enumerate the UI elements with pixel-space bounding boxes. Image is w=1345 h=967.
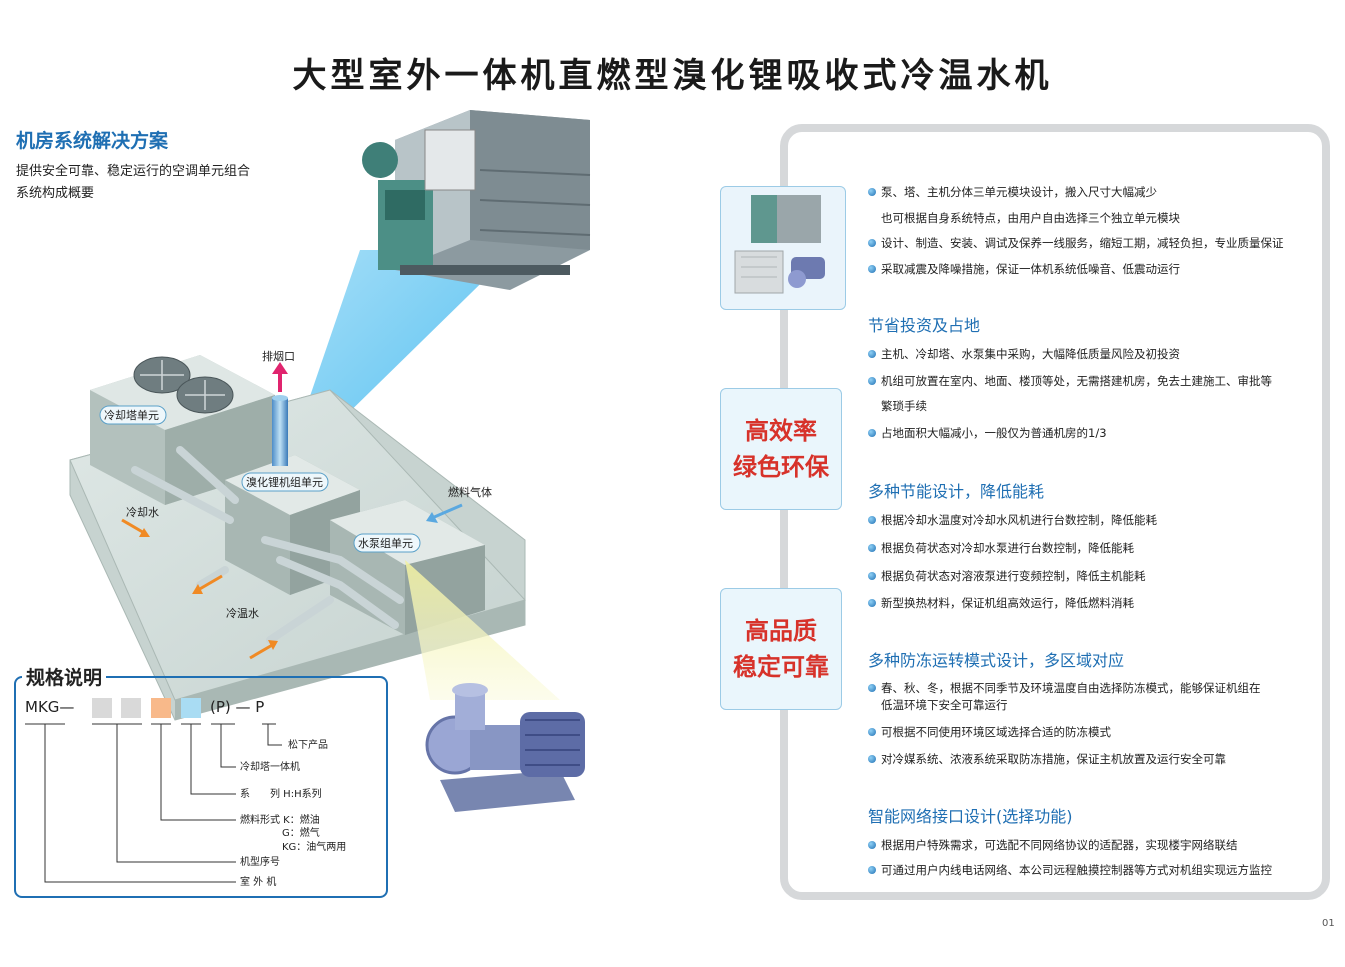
section-heading-network: 智能网络接口设计(选择功能) xyxy=(868,807,1073,826)
bullet-item: 对冷媒系统、浓液系统采取防冻措施，保证主机放置及运行安全可靠 xyxy=(868,751,1226,767)
bullet-icon xyxy=(868,544,876,552)
spec-box-orange xyxy=(151,698,171,718)
bullet-icon xyxy=(868,377,876,385)
bullet-item: 根据冷却水温度对冷却水风机进行台数控制，降低能耗 xyxy=(868,512,1157,528)
spec-item: 松下产品 xyxy=(288,738,328,751)
spec-diagram: MKG— (P) — P 松下产品 冷却塔一体机 系 列 H:H系列 燃料形式 … xyxy=(25,698,346,888)
label-chilled-water: 冷温水 xyxy=(226,607,259,620)
spec-box-blue xyxy=(181,698,201,718)
flow-arrows xyxy=(121,362,463,660)
section-subtitle: 提供安全可靠、稳定运行的空调单元组合 xyxy=(16,164,251,179)
bullet-item: 占地面积大幅减小，一般仅为普通机房的1/3 xyxy=(868,425,1107,441)
chimney xyxy=(272,398,288,466)
bullet-item: 采取减震及降噪措施，保证一体机系统低噪音、低震动运行 xyxy=(868,261,1180,277)
bullet-item: 泵、塔、主机分体三单元模块设计，搬入尺寸大幅减少 xyxy=(868,184,1157,200)
bullet-item: 可根据不同使用环境区域选择合适的防冻模式 xyxy=(868,724,1111,740)
bullet-item: 机组可放置在室内、地面、楼顶等处，无需搭建机房，免去土建施工、审批等 xyxy=(868,373,1272,389)
bullet-item: 根据负荷状态对冷却水泵进行台数控制，降低能耗 xyxy=(868,540,1134,556)
bullet-item: 可通过用户内线电话网络、本公司远程触摸控制器等方式对机组实现远方监控 xyxy=(868,862,1272,878)
badge-quality: 高品质 稳定可靠 xyxy=(720,588,842,710)
bullet-icon xyxy=(868,841,876,849)
bullet-icon xyxy=(868,516,876,524)
pipes xyxy=(131,446,404,644)
badge-line: 绿色环保 xyxy=(733,453,829,481)
spec-item: 机型序号 xyxy=(240,855,280,868)
pump-image xyxy=(425,683,585,812)
bullet-icon xyxy=(868,599,876,607)
bullet-icon xyxy=(868,684,876,692)
label-cooling-water: 冷却水 xyxy=(126,506,159,519)
spec-item: 室 外 机 xyxy=(240,875,276,888)
bullet-icon xyxy=(868,728,876,736)
section-heading: 机房系统解决方案 xyxy=(16,130,169,152)
label-fuel-gas: 燃料气体 xyxy=(448,485,492,499)
fuel-arrow xyxy=(431,503,463,520)
section-heading-savings: 节省投资及占地 xyxy=(868,316,981,335)
badge-line: 高效率 xyxy=(745,417,817,445)
bullet-icon xyxy=(868,265,876,273)
system-diagram: 排烟口 冷却塔单元 溴化锂机组单元 燃料气体 冷却水 水泵组单元 冷温水 xyxy=(69,110,591,812)
spec-item: KG：油气两用 xyxy=(282,840,346,853)
section-subtitle-2: 系统构成概要 xyxy=(16,186,95,201)
spec-box-gray-1 xyxy=(92,698,112,718)
spec-item: G：燃气 xyxy=(282,826,320,839)
features-panel xyxy=(780,124,1330,900)
bullet-icon xyxy=(868,755,876,763)
bullet-item: 新型换热材料，保证机组高效运行，降低燃料消耗 xyxy=(868,595,1134,611)
spec-prefix: MKG— xyxy=(25,698,74,716)
spec-item: 燃料形式 K：燃油 xyxy=(240,813,320,826)
spec-suffix: (P) — P xyxy=(210,698,264,716)
label-cooling-tower: 冷却塔单元 xyxy=(104,409,159,422)
bullet-item: 根据用户特殊需求，可选配不同网络协议的适配器，实现楼宇网络联结 xyxy=(868,837,1238,853)
badge-line: 高品质 xyxy=(745,617,817,645)
section-heading-antifreeze: 多种防冻运转模式设计，多区域对应 xyxy=(868,651,1125,670)
label-pump-unit: 水泵组单元 xyxy=(358,536,413,550)
spec-item: 系 列 H:H系列 xyxy=(240,787,322,800)
bullet-continuation: 繁琐手续 xyxy=(881,399,927,413)
spec-box xyxy=(14,676,388,898)
bullet-icon xyxy=(868,572,876,580)
spec-box-gray-2 xyxy=(121,698,141,718)
bullet-item: 主机、冷却塔、水泵集中采购，大幅降低质量风险及初投资 xyxy=(868,346,1180,362)
bullet-continuation: 低温环境下安全可靠运行 xyxy=(881,698,1008,712)
spec-title: 规格说明 xyxy=(22,663,107,690)
product-thumbnail xyxy=(720,186,846,310)
chilled-water-arrow xyxy=(249,642,275,660)
bullet-continuation: 也可根据自身系统特点，由用户自由选择三个独立单元模块 xyxy=(881,211,1180,225)
bullet-item: 春、秋、冬，根据不同季节及环境温度自由选择防冻模式，能够保证机组在 xyxy=(868,680,1261,696)
highlight-beam-yellow xyxy=(405,560,560,700)
spec-item: 冷却塔一体机 xyxy=(240,760,300,773)
label-libr-unit: 溴化锂机组单元 xyxy=(246,475,323,489)
bullet-icon xyxy=(868,188,876,196)
bullet-item: 根据负荷状态对溶液泵进行变频控制，降低主机能耗 xyxy=(868,568,1146,584)
page-title: 大型室外一体机直燃型溴化锂吸收式冷温水机 xyxy=(292,56,1053,96)
page-number: 01 xyxy=(1322,918,1335,929)
bullet-icon xyxy=(868,866,876,874)
bullet-item: 设计、制造、安装、调试及保养一线服务，缩短工期，减轻负担，专业质量保证 xyxy=(868,235,1284,251)
section-heading-energy: 多种节能设计，降低能耗 xyxy=(868,482,1045,501)
bullet-icon xyxy=(868,350,876,358)
label-exhaust: 排烟口 xyxy=(262,349,295,363)
bullet-icon xyxy=(868,429,876,437)
bullet-icon xyxy=(868,239,876,247)
badge-efficiency: 高效率 绿色环保 xyxy=(720,388,842,510)
badge-line: 稳定可靠 xyxy=(733,653,829,681)
chiller-image xyxy=(362,110,591,290)
